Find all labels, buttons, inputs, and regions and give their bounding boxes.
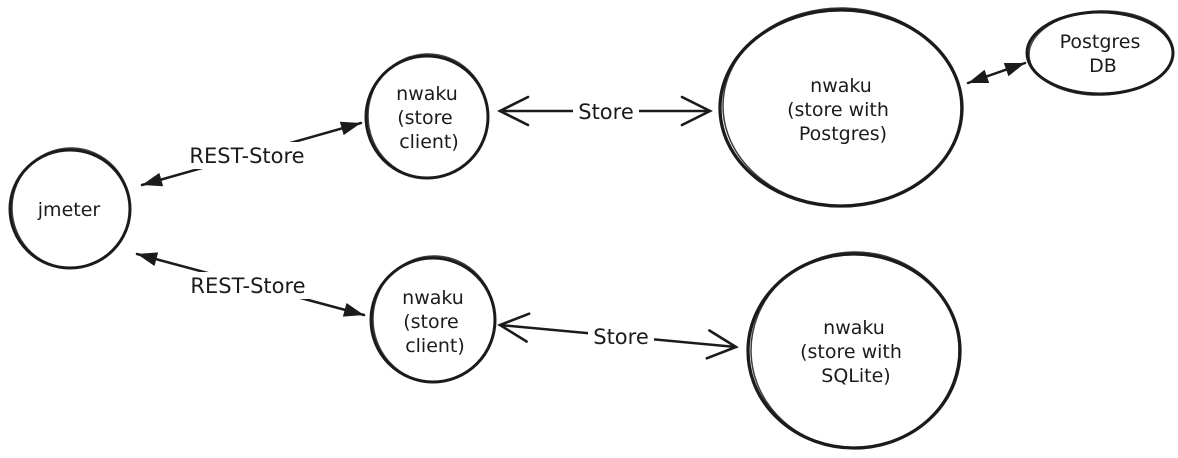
node-label-line: (store xyxy=(397,107,452,129)
edge-label-background xyxy=(588,323,654,350)
edge-postgres-link-arrow xyxy=(966,61,1027,85)
node-postgres-db-sketch-stroke xyxy=(1028,10,1174,96)
edge-rest-store-bottom: REST-Store xyxy=(135,252,366,317)
node-label-line: nwaku xyxy=(402,287,464,309)
node-nwaku-store-sqlite-sketch-stroke xyxy=(750,251,960,449)
edge-rest-store-bottom-label: REST-Store xyxy=(190,274,305,298)
node-label-line: SQLite) xyxy=(821,365,890,387)
edge-label-background xyxy=(184,272,313,299)
node-label-line: client) xyxy=(405,335,465,357)
edge-rest-store-top: REST-Store xyxy=(140,121,363,187)
node-postgres-db: Postgres DB xyxy=(1025,10,1175,96)
edge-label-background xyxy=(183,142,312,169)
edge-label-background xyxy=(573,98,639,125)
node-label-line: client) xyxy=(399,131,459,153)
node-label-line: nwaku xyxy=(823,317,885,339)
node-label-line: Postgres) xyxy=(799,123,887,145)
edge-store-bottom-label: Store xyxy=(593,325,649,349)
node-label-line: nwaku xyxy=(810,75,872,97)
edge-postgres-link xyxy=(966,61,1027,85)
node-label-line: DB xyxy=(1089,55,1117,77)
node-label-line: (store with xyxy=(787,99,889,121)
node-nwaku-store-client-bottom: nwaku (store client) xyxy=(369,255,497,384)
node-nwaku-store-postgres-sketch-stroke xyxy=(722,7,962,207)
node-label-line: (store with xyxy=(800,341,902,363)
node-label-line: nwaku xyxy=(396,83,458,105)
edge-store-top-label: Store xyxy=(578,100,634,124)
node-jmeter: jmeter xyxy=(8,147,132,270)
node-nwaku-store-client-top: nwaku (store client) xyxy=(364,53,490,180)
edge-store-bottom: Store xyxy=(497,312,739,360)
node-jmeter-sketch-stroke xyxy=(11,147,131,269)
node-label-line: Postgres xyxy=(1060,31,1141,53)
edge-rest-store-top-label: REST-Store xyxy=(189,144,304,168)
node-jmeter-label: jmeter xyxy=(37,199,101,221)
node-nwaku-store-sqlite: nwaku (store with SQLite) xyxy=(746,251,962,450)
node-nwaku-store-client-top-sketch-stroke xyxy=(367,53,489,179)
node-nwaku-store-postgres: nwaku (store with Postgres) xyxy=(718,7,964,208)
edge-store-top: Store xyxy=(497,95,713,127)
node-nwaku-store-client-bottom-sketch-stroke xyxy=(372,255,496,383)
node-label-line: (store xyxy=(403,311,458,333)
